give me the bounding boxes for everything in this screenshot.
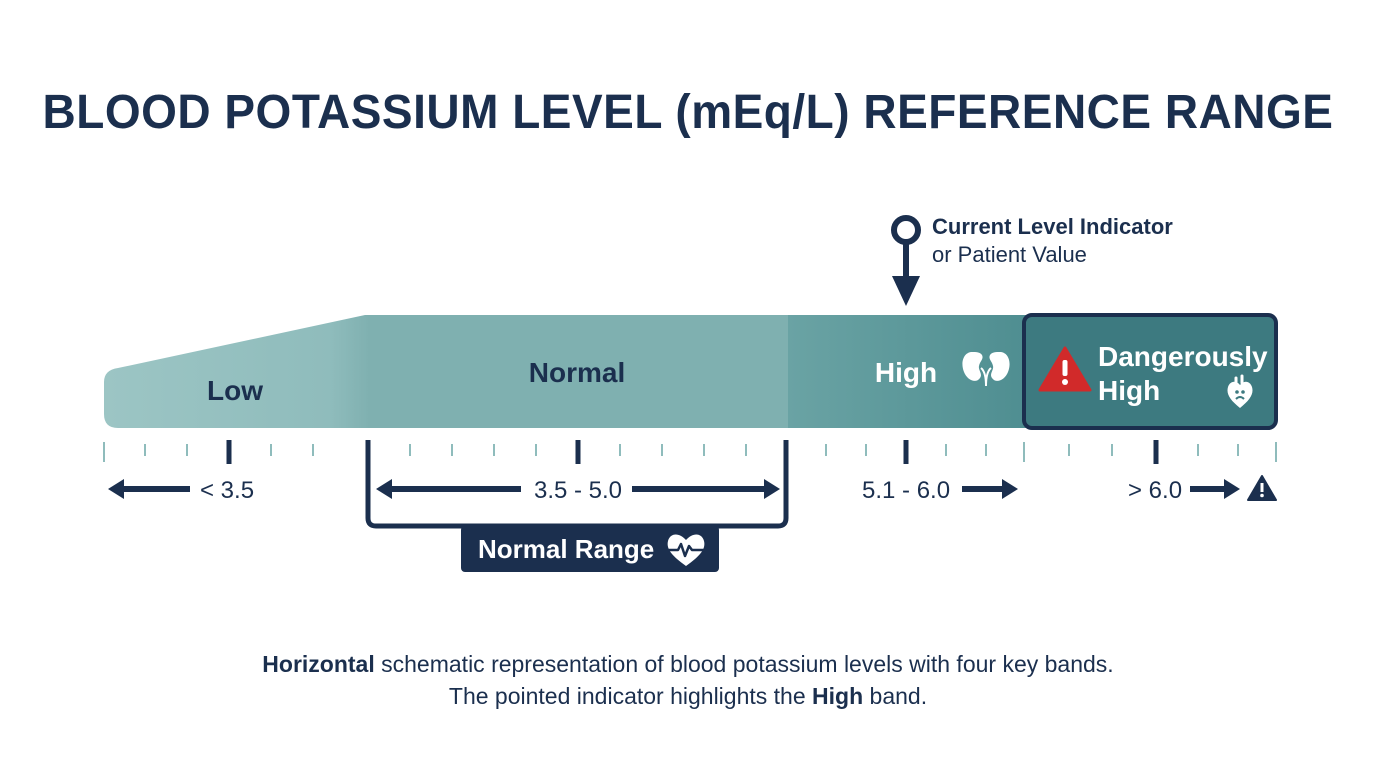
pin-arrow-icon bbox=[891, 215, 921, 306]
band-low: Low bbox=[104, 315, 370, 428]
band-dangerously-high: Dangerously High bbox=[1022, 313, 1278, 430]
warning-triangle-icon bbox=[1038, 346, 1092, 392]
range-low-text: < 3.5 bbox=[200, 477, 254, 504]
band-low-shape bbox=[104, 315, 370, 428]
caption-bold-horizontal: Horizontal bbox=[262, 651, 375, 677]
band-normal-label: Normal bbox=[529, 357, 625, 388]
normal-range-badge-label: Normal Range bbox=[478, 534, 654, 564]
range-dangerously-high-text: > 6.0 bbox=[1128, 477, 1182, 504]
current-level-indicator: Current Level Indicator or Patient Value bbox=[891, 214, 1173, 306]
caption-line-1-text: schematic representation of blood potass… bbox=[374, 651, 1114, 677]
arrow-left-icon bbox=[108, 479, 190, 499]
page-title: BLOOD POTASSIUM LEVEL (mEq/L) REFERENCE … bbox=[42, 83, 1334, 139]
normal-range-badge: Normal Range bbox=[461, 526, 719, 572]
indicator-title: Current Level Indicator bbox=[932, 214, 1173, 239]
caption-line-2: The pointed indicator highlights the Hig… bbox=[0, 680, 1376, 712]
band-normal: Normal bbox=[368, 315, 790, 428]
heart-icon bbox=[1227, 374, 1253, 408]
band-dangerously-high-label-line1: Dangerously bbox=[1098, 341, 1268, 372]
range-high-text: 5.1 - 6.0 bbox=[862, 477, 950, 504]
scale-major-ticks bbox=[226, 440, 1159, 464]
band-dangerously-high-label-line2: High bbox=[1098, 375, 1160, 406]
caption-line-2-post: band. bbox=[863, 683, 928, 709]
warning-triangle-icon bbox=[1247, 475, 1277, 501]
caption-bold-high: High bbox=[812, 683, 864, 709]
band-high-shape bbox=[788, 315, 1026, 428]
arrow-left-icon bbox=[376, 479, 521, 499]
band-high-label: High bbox=[875, 357, 937, 388]
scale-ticks bbox=[103, 442, 1277, 462]
caption-line-1: Horizontal schematic representation of b… bbox=[0, 648, 1376, 680]
band-dangerously-high-shape bbox=[1022, 313, 1278, 430]
range-low: < 3.5 bbox=[108, 477, 254, 504]
range-normal-text: 3.5 - 5.0 bbox=[534, 477, 622, 504]
arrow-right-icon bbox=[962, 479, 1018, 499]
band-low-label: Low bbox=[207, 375, 263, 406]
band-normal-shape bbox=[368, 315, 790, 428]
caption-line-2-pre: The pointed indicator highlights the bbox=[448, 683, 813, 709]
normal-range-badge-bg bbox=[461, 526, 719, 572]
range-dangerously-high: > 6.0 bbox=[1128, 475, 1277, 504]
range-high: 5.1 - 6.0 bbox=[862, 477, 1018, 504]
heartbeat-icon bbox=[667, 534, 705, 566]
arrow-right-icon bbox=[1190, 479, 1240, 499]
arrow-right-icon bbox=[632, 479, 780, 499]
caption: Horizontal schematic representation of b… bbox=[0, 648, 1376, 712]
indicator-subtitle: or Patient Value bbox=[932, 242, 1087, 267]
band-high: High bbox=[788, 315, 1026, 428]
kidney-icon bbox=[962, 352, 1010, 387]
